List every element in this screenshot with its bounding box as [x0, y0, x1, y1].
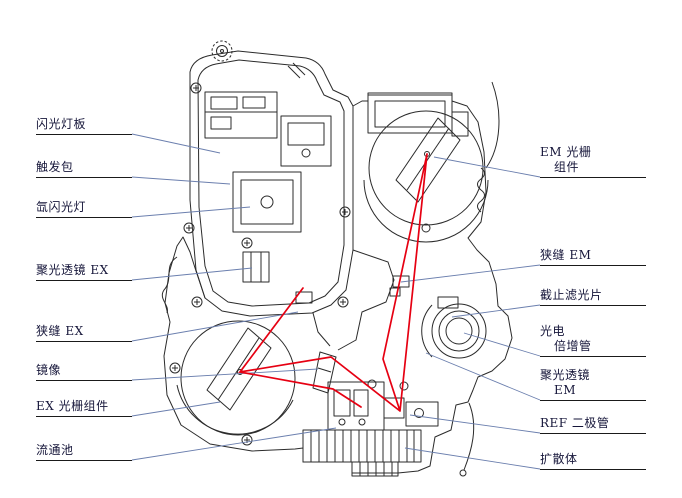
label-line-1: REF 二极管 [540, 416, 610, 430]
label-cutoff-filter: 截止滤光片 [540, 288, 646, 306]
light-path-beams [238, 153, 428, 412]
label-line-1: 扩散体 [540, 452, 578, 466]
label-line-2: 倍增管 [554, 339, 592, 353]
label-flow-cell: 流通池 [36, 443, 132, 461]
label-slit-em: 狭缝 EM [540, 248, 646, 266]
label-condenser-lens-ex: 聚光透镜 EX [36, 263, 132, 281]
label-ex-grating-assembly: EX 光栅组件 [36, 399, 132, 417]
label-line-1: EM 光栅 [540, 145, 592, 159]
label-line-2: EM [554, 383, 577, 397]
label-photomultiplier-tube: 光电 倍增管 [540, 324, 646, 357]
label-leader-lines [131, 133, 541, 470]
label-ref-diode: REF 二极管 [540, 416, 646, 434]
label-line-2: 组件 [554, 160, 580, 174]
label-mirror: 镜像 [36, 363, 132, 381]
label-line-1: 截止滤光片 [540, 288, 603, 302]
label-xenon-flash-lamp: 氙闪光灯 [36, 200, 132, 218]
label-diffuser: 扩散体 [540, 452, 646, 470]
label-line-1: 狭缝 EM [540, 248, 592, 262]
label-condenser-lens-em: 聚光透镜 EM [540, 368, 646, 401]
instrument-line-art [161, 40, 513, 477]
label-trigger-pack: 触发包 [36, 160, 132, 178]
label-line-1: 光电 [540, 324, 566, 338]
label-flash-lamp-board: 闪光灯板 [36, 117, 132, 135]
label-line-1: 聚光透镜 [540, 368, 591, 382]
label-em-grating-assembly: EM 光栅 组件 [540, 145, 646, 178]
label-slit-ex: 狭缝 EX [36, 324, 132, 342]
